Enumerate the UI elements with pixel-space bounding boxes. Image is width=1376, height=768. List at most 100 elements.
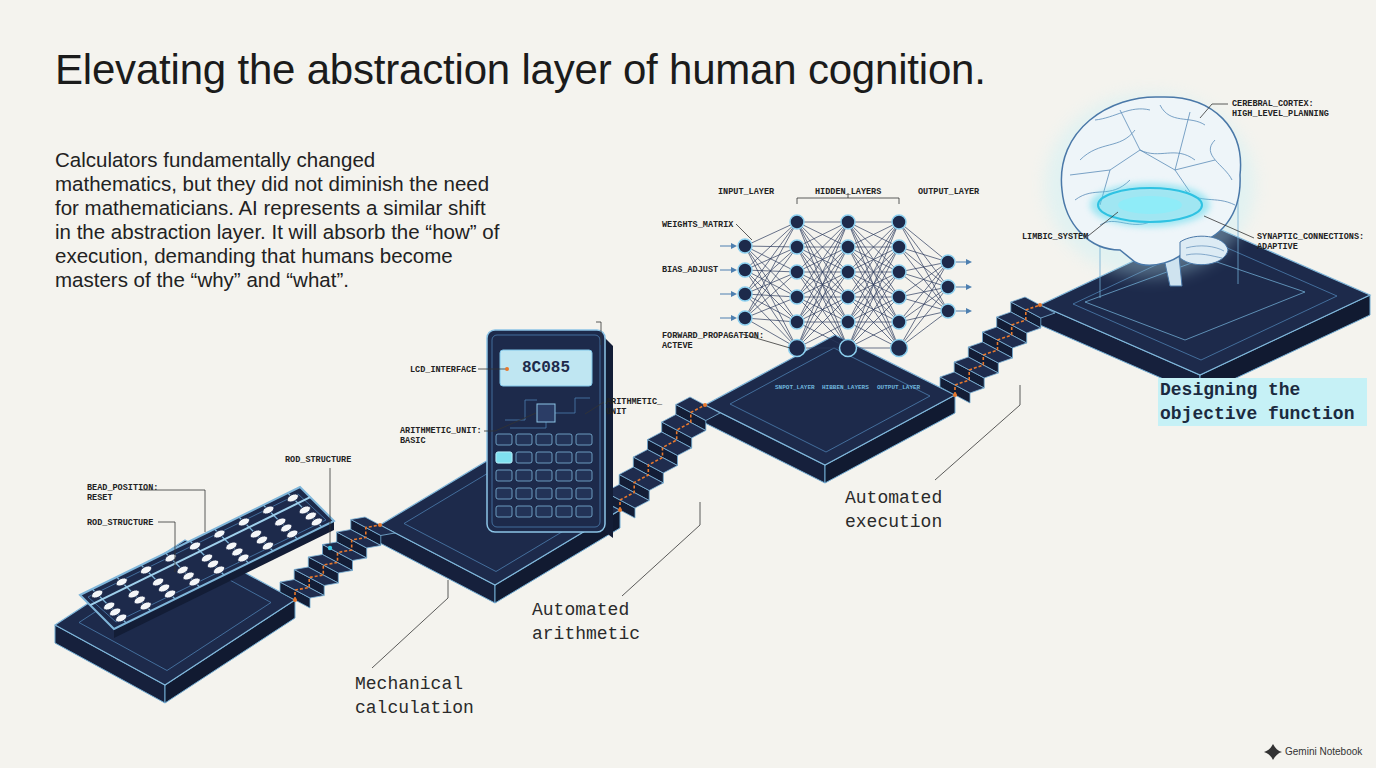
weight-line <box>745 294 797 322</box>
abacus-rod <box>286 492 324 527</box>
chip <box>537 404 555 422</box>
flow-dot <box>1038 303 1042 307</box>
brain-halo <box>1045 93 1255 277</box>
neuron <box>841 290 855 304</box>
weight-line <box>848 272 899 348</box>
part-label: INPUT_LAYER <box>718 187 774 197</box>
neuron <box>892 290 906 304</box>
weight-line <box>745 318 797 322</box>
weight-line <box>848 222 899 348</box>
watermark-icon <box>1264 744 1282 760</box>
part-label: OUTPUT_LAYER <box>877 384 920 392</box>
part-label: FORWARD_PROPAGATION: ACTEVE <box>662 331 787 351</box>
highlight-key <box>496 452 512 463</box>
arrow-head <box>731 291 737 297</box>
platform-shape <box>705 335 955 483</box>
abacus-inner-frame <box>88 494 326 622</box>
leader-line <box>478 369 507 370</box>
platform-label: Automated execution <box>845 486 965 534</box>
key-row <box>496 452 592 463</box>
weight-line <box>745 247 797 318</box>
platform-inset <box>730 348 930 452</box>
part-label: HIDDEN_LAYERS <box>815 187 881 197</box>
stair-connector <box>605 397 720 518</box>
calculator-side <box>605 338 613 538</box>
projection-line <box>1238 200 1239 284</box>
abacus-rod <box>164 552 202 587</box>
neuron <box>841 215 855 229</box>
weight-line <box>745 297 797 318</box>
intro-paragraph: Calculators fundamentally changed mathem… <box>55 148 500 292</box>
flow-line <box>955 305 1040 395</box>
part-label: HIBBEN_LAYERS <box>822 384 869 392</box>
weight-line <box>745 294 797 297</box>
arrow-head <box>731 243 737 249</box>
abacus-rod <box>139 564 177 599</box>
platform-node: Automated execution <box>705 335 955 483</box>
lcd-screen <box>500 350 592 386</box>
part-label: LIMBIC_SYSTEM <box>1022 232 1088 242</box>
circuit-trace <box>505 400 537 420</box>
leader-line <box>736 224 752 240</box>
neuron <box>790 215 804 229</box>
page-title: Elevating the abstraction layer of human… <box>55 46 986 94</box>
weight-line <box>797 272 848 348</box>
leader-line <box>1204 216 1254 238</box>
neuron <box>892 215 906 229</box>
weight-line <box>745 246 797 272</box>
leader-line <box>330 468 331 548</box>
weight-line <box>745 270 797 322</box>
circuit-trace <box>510 422 546 428</box>
abacus-rod <box>213 528 251 563</box>
abacus-illustration <box>80 487 334 638</box>
neuron <box>841 240 855 254</box>
neuron <box>738 239 752 253</box>
part-label: ARITHMETIC_ UNIT <box>606 397 668 417</box>
weight-line <box>797 272 848 348</box>
limbic-ring <box>1098 188 1202 222</box>
neuron <box>790 315 804 329</box>
neuron <box>840 340 857 357</box>
abacus-rod <box>237 516 275 551</box>
circuit-trace <box>555 398 590 413</box>
weight-line <box>797 222 848 348</box>
platform-label: Mechanical calculation <box>355 672 485 720</box>
weight-line <box>797 222 848 247</box>
brain-projection <box>1085 258 1305 340</box>
calculator-inner <box>492 335 600 527</box>
stair-tread <box>619 467 663 491</box>
neuron <box>892 240 906 254</box>
arrow-head <box>966 259 972 265</box>
neuron <box>941 280 955 294</box>
stair-connector <box>940 297 1055 403</box>
weight-line <box>848 222 899 247</box>
leader-line <box>585 402 604 414</box>
arrow-head <box>731 315 737 321</box>
arrow-head <box>731 267 737 273</box>
part-label: BIAS_ADJUST <box>662 265 718 275</box>
part-label: ARITHMETIC_UNIT: BASIC <box>400 426 500 446</box>
weight-line <box>745 246 797 322</box>
flow-dot <box>378 523 382 527</box>
part-label: LCD_INTERFACE <box>410 365 476 375</box>
part-label: CEREBRAL_CORTEX: HIGH_LEVEL_PLANNING <box>1232 99 1344 119</box>
platform-label: Automated arithmetic <box>532 598 657 646</box>
weight-line <box>745 222 797 270</box>
neuron <box>790 240 804 254</box>
key-row <box>496 470 592 481</box>
weight-line <box>745 272 797 318</box>
part-label: BEAD_POSITION: RESET <box>87 483 167 503</box>
weight-line <box>848 222 899 247</box>
abacus-divider <box>90 497 310 605</box>
neuron <box>941 255 955 269</box>
flow-dot <box>953 393 957 397</box>
leader-line <box>935 385 1020 480</box>
part-label: SNPOT_LAYER <box>775 384 815 392</box>
abacus-rod <box>90 588 128 623</box>
leader-dot <box>505 367 509 371</box>
neuron <box>790 290 804 304</box>
leader-line <box>1088 212 1118 236</box>
